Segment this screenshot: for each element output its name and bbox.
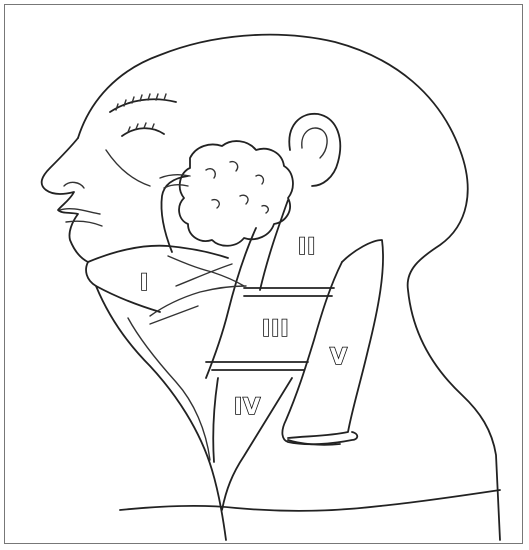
level-3-label: III	[262, 317, 290, 342]
level-1-label: I	[140, 271, 149, 296]
cheek-line	[106, 150, 150, 186]
eyebrow	[110, 99, 176, 112]
level-5-label: V	[330, 345, 348, 370]
level-2-label: II	[298, 235, 316, 260]
lips	[60, 209, 102, 226]
anterior-neck-outer	[96, 286, 226, 540]
face-profile	[42, 138, 88, 262]
sternocleidomastoid	[288, 240, 383, 438]
nostril-mark	[64, 182, 84, 188]
ear-inner	[302, 128, 327, 158]
ear	[289, 114, 340, 186]
vessel-branch-4	[150, 306, 198, 324]
shoulder-contour	[120, 490, 500, 511]
strap-line-1	[213, 378, 218, 462]
eyebrow-hatch	[116, 94, 166, 110]
boundary-line-lower	[206, 362, 308, 370]
level-4-label: IV	[234, 395, 261, 420]
parotid-gland	[179, 141, 293, 246]
mandible-border	[88, 246, 228, 262]
boundary-line-upper	[244, 288, 334, 296]
jugular-line-anterior	[206, 228, 256, 378]
vessel-branch-2	[176, 264, 232, 286]
vessel-branch-1	[168, 256, 244, 286]
